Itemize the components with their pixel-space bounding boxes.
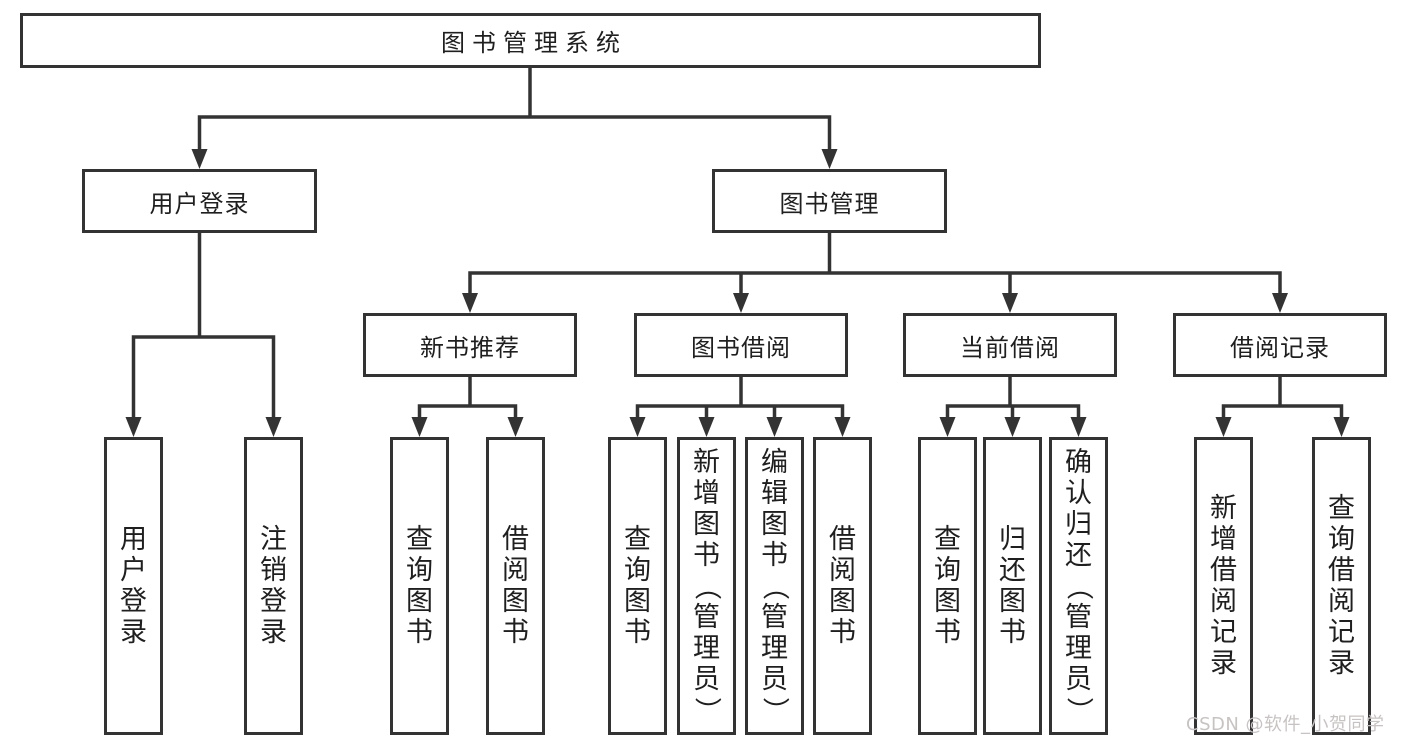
arrow-down-icon [766, 417, 783, 437]
node-label: 图书管理 [779, 189, 880, 218]
arrow-down-icon [125, 417, 142, 437]
leaf-confirm-return-admin: 确认归还（管理员） [1049, 437, 1108, 735]
connector-user-login-children [125, 233, 282, 437]
connector-borrow-records-children [1215, 377, 1350, 437]
node-new-book-recommend: 新书推荐 [363, 313, 577, 377]
arrow-down-icon [698, 417, 715, 437]
leaf-borrow-books-recommend: 借阅图书 [486, 437, 545, 735]
node-book-management: 图书管理 [712, 169, 947, 233]
arrow-down-icon [1333, 417, 1350, 437]
node-borrow-records: 借阅记录 [1173, 313, 1387, 377]
node-user-login: 用户登录 [82, 169, 317, 233]
arrow-down-icon [834, 417, 851, 437]
leaf-query-books-recommend: 查询图书 [390, 437, 449, 735]
leaf-borrow-books: 借阅图书 [813, 437, 872, 735]
arrow-down-icon [1070, 417, 1087, 437]
node-label: 图书管理系统 [441, 29, 627, 57]
node-label: 新书推荐 [420, 333, 520, 362]
arrow-down-icon [1002, 293, 1018, 313]
connector-root-to-level1 [191, 68, 838, 169]
arrow-down-icon [1004, 417, 1021, 437]
leaf-logout: 注销登录 [244, 437, 303, 735]
leaf-return-books: 归还图书 [983, 437, 1042, 735]
leaf-query-books-current: 查询图书 [918, 437, 977, 735]
connector-current-borrow-children [939, 377, 1087, 437]
node-label: 借阅记录 [1230, 333, 1330, 362]
leaf-add-books-admin: 新增图书（管理员） [677, 437, 736, 735]
arrow-down-icon [939, 417, 956, 437]
leaf-query-borrow-record: 查询借阅记录 [1312, 437, 1371, 735]
node-label: 用户登录 [149, 189, 250, 218]
connector-book-management-children [462, 233, 1288, 313]
arrow-down-icon [191, 149, 208, 169]
leaf-add-borrow-record: 新增借阅记录 [1194, 437, 1253, 735]
arrow-down-icon [411, 417, 428, 437]
watermark: CSDN @软件_小贺同学 [1186, 714, 1385, 735]
node-book-borrow: 图书借阅 [634, 313, 848, 377]
leaf-user-login: 用户登录 [104, 437, 163, 735]
arrow-down-icon [462, 293, 478, 313]
node-label: 图书借阅 [691, 333, 791, 362]
arrow-down-icon [629, 417, 646, 437]
arrow-down-icon [1215, 417, 1232, 437]
node-label: 当前借阅 [960, 333, 1060, 362]
arrow-down-icon [821, 149, 838, 169]
connector-book-borrow-children [629, 377, 851, 437]
arrow-down-icon [1272, 293, 1288, 313]
leaf-query-books-borrow: 查询图书 [608, 437, 667, 735]
arrow-down-icon [265, 417, 282, 437]
node-root: 图书管理系统 [20, 13, 1041, 68]
connector-new-book-recommend-children [411, 377, 524, 437]
leaf-edit-books-admin: 编辑图书（管理员） [745, 437, 804, 735]
node-current-borrow: 当前借阅 [903, 313, 1117, 377]
arrow-down-icon [733, 293, 749, 313]
arrow-down-icon [507, 417, 524, 437]
